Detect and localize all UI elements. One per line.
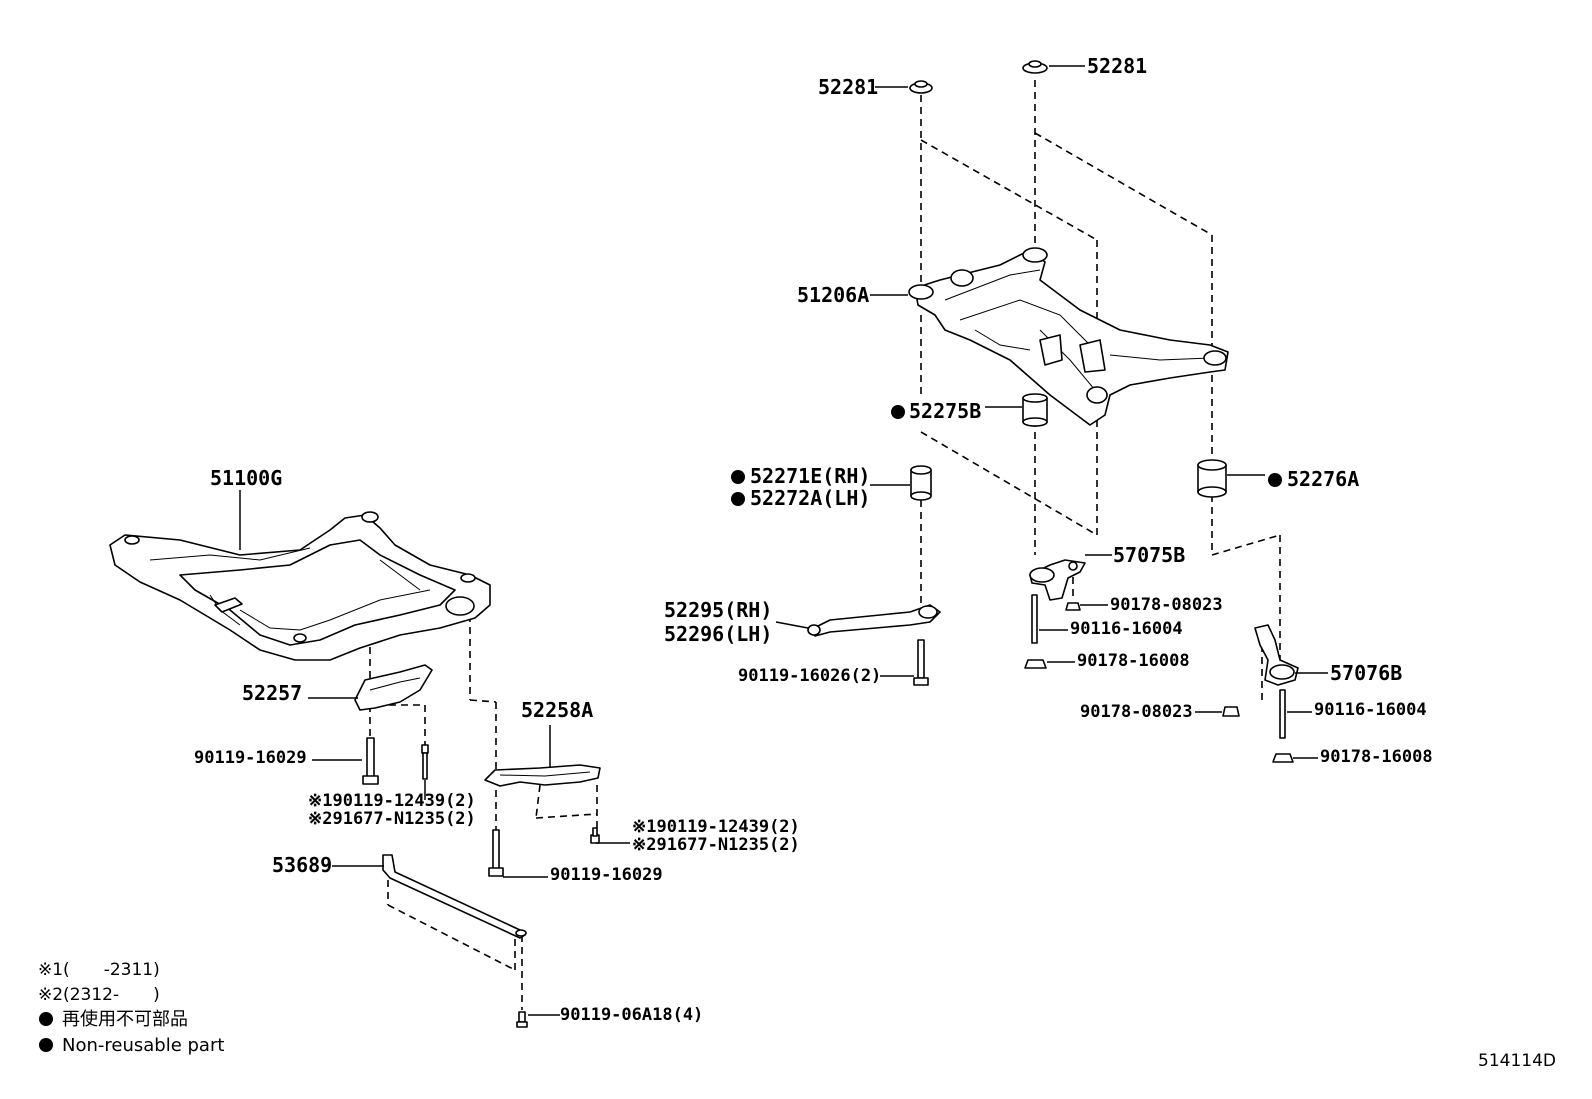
label-90119-16029-b: 90119-16029 [550, 865, 663, 885]
bolt-90116-16004-b [1279, 689, 1286, 739]
nut-90178-08023-b [1222, 706, 1240, 717]
legend-nonreusable-jp: 再使用不可部品 [62, 1009, 188, 1030]
legend-dot-en [39, 1038, 53, 1052]
label-52295: 52295(RH) [664, 598, 772, 622]
bushing-52275B [1022, 393, 1048, 427]
nut-90178-16008-a [1024, 659, 1047, 669]
front-leader-lines [239, 490, 630, 1016]
label-91677-N1235-a: ※291677-N1235(2) [308, 809, 476, 829]
bracket-52257 [354, 664, 433, 711]
label-90119-12439-b: ※190119-12439(2) [632, 817, 800, 837]
label-90178-16008-a: 90178-16008 [1077, 651, 1190, 671]
label-90178-16008-b: 90178-16008 [1320, 747, 1433, 767]
label-90178-08023-a: 90178-08023 [1110, 595, 1223, 615]
label-90119-16029-a: 90119-16029 [194, 748, 307, 768]
front-guide-lines [365, 515, 598, 1010]
nonreusable-dot-52275B [891, 405, 905, 419]
label-52257: 52257 [242, 681, 302, 705]
label-90116-16004-a: 90116-16004 [1070, 619, 1183, 639]
nonreusable-dot-52272A [731, 492, 745, 506]
bolt-90119-16029-b [488, 829, 504, 877]
bolt-90119-12439-b [590, 827, 600, 844]
label-52296: 52296(LH) [664, 622, 772, 646]
label-51100G: 51100G [210, 466, 282, 490]
label-52275B: 52275B [909, 399, 981, 423]
nut-90178-16008-b [1272, 753, 1294, 763]
label-52276A: 52276A [1287, 467, 1359, 491]
label-57076B: 57076B [1330, 661, 1402, 685]
label-90119-16026: 90119-16026(2) [738, 666, 881, 686]
bolt-90119-16026 [913, 639, 929, 686]
bolt-90119-12439-a [421, 744, 429, 780]
legend-nonreusable-en: Non-reusable part [62, 1035, 224, 1056]
legend: ※1( -2311) ※2(2312- ) 再使用不可部品 Non-reusab… [38, 960, 224, 1056]
stopper-52281-b [1022, 60, 1048, 74]
bracket-52258A [484, 764, 601, 787]
legend-dot-jp [39, 1012, 53, 1026]
rear-leader-lines [775, 65, 1328, 759]
nut-90178-08023-a [1065, 602, 1081, 611]
bracket-57075B [1029, 559, 1086, 601]
label-52271E: 52271E(RH) [750, 464, 870, 488]
bolt-90116-16004-a [1031, 594, 1038, 644]
bolt-90119-16029-a [362, 737, 379, 785]
label-52272A: 52272A(LH) [750, 486, 870, 510]
brace-53689 [382, 854, 527, 939]
label-91677-N1235-b: ※291677-N1235(2) [632, 835, 800, 855]
rear-subframe-51206A [908, 247, 1229, 426]
label-90119-12439-a: ※190119-12439(2) [308, 791, 476, 811]
part-labels: 52281 52281 51206A 52275B 52271E(RH) 522… [194, 54, 1433, 1025]
label-52281-a: 52281 [818, 75, 878, 99]
legend-note-1: ※1( -2311) [38, 960, 160, 980]
label-90116-16004-b: 90116-16004 [1314, 700, 1427, 720]
legend-note-2: ※2(2312- ) [38, 985, 160, 1005]
label-90178-08023-b: 90178-08023 [1080, 702, 1193, 722]
bushing-52276A [1197, 459, 1227, 498]
nonreusable-dot-52276A [1268, 473, 1282, 487]
stopper-52281-a [909, 80, 933, 94]
label-57075B: 57075B [1113, 543, 1185, 567]
label-52281-b: 52281 [1087, 54, 1147, 78]
bushing-52271E-52272A [910, 465, 932, 501]
brace-52295-52296 [807, 604, 941, 637]
label-51206A: 51206A [797, 283, 869, 307]
front-subframe-51100G [109, 511, 491, 661]
label-52258A: 52258A [521, 698, 593, 722]
diagram-id: 514114D [1478, 1051, 1556, 1071]
label-90119-06A18: 90119-06A18(4) [560, 1005, 703, 1025]
label-53689: 53689 [272, 853, 332, 877]
bolt-90119-06A18 [516, 1011, 528, 1028]
bracket-57076B [1254, 624, 1299, 686]
nonreusable-dot-52271E [731, 470, 745, 484]
